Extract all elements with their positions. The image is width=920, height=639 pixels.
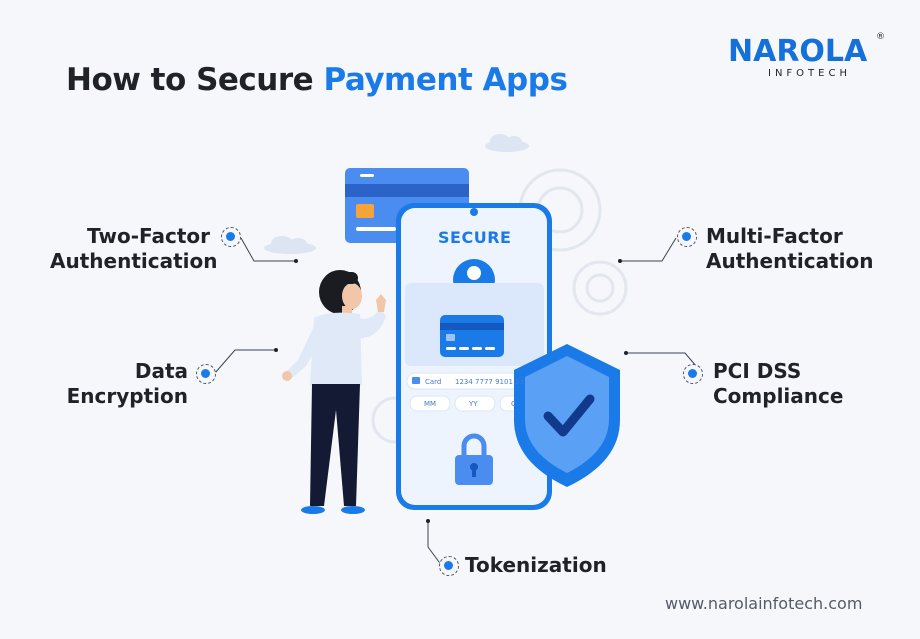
logo-registered: ®: [876, 32, 885, 42]
label-data-encryption: Data Encryption: [40, 359, 188, 409]
page-title: How to Secure Payment Apps: [66, 62, 568, 98]
label-two-factor: Two-Factor Authentication: [50, 224, 218, 274]
data-encryption-line-1: Data: [134, 359, 188, 383]
title-part-1: How to Secure: [66, 62, 314, 98]
two-factor-dot-icon: [221, 227, 241, 247]
secure-label: SECURE: [438, 228, 512, 247]
multi-factor-line-1: Multi-Factor: [706, 224, 843, 248]
title-part-2: Payment Apps: [323, 62, 568, 98]
multi-factor-line-2: Authentication: [706, 249, 874, 273]
gear-icon: [572, 260, 628, 316]
tokenization-dot-icon: [439, 556, 459, 576]
logo-word: NAROLA: [728, 34, 868, 69]
pci-dss-line-1: PCI DSS: [713, 359, 802, 383]
card-label: Card: [425, 378, 442, 386]
two-factor-line-2: Authentication: [50, 249, 218, 273]
website-url[interactable]: www.narolainfotech.com: [665, 594, 863, 613]
card-yy: YY: [469, 400, 478, 408]
cloud-icon: [264, 236, 316, 254]
card-number: 1234 7777 9101 23: [455, 378, 525, 386]
data-encryption-dot-icon: [196, 364, 216, 384]
phone-illustration: [396, 203, 552, 510]
multi-factor-dot-icon: [677, 227, 697, 247]
narola-logo: NAROLA INFOTECH ®: [728, 32, 888, 84]
two-factor-line-1: Two-Factor: [87, 224, 210, 248]
pci-dss-dot-icon: [683, 364, 703, 384]
label-tokenization: Tokenization: [465, 553, 607, 577]
logo-subtitle: INFOTECH: [768, 68, 851, 79]
shield-check-icon: [514, 344, 620, 487]
woman-illustration: [282, 270, 386, 514]
card-mm: MM: [424, 400, 437, 408]
data-encryption-line-2: Encryption: [66, 384, 188, 408]
card-cvv: C: [511, 400, 516, 408]
label-pci-dss: PCI DSS Compliance: [713, 359, 873, 409]
label-multi-factor: Multi-Factor Authentication: [706, 224, 886, 274]
cloud-icon: [485, 134, 529, 152]
pci-dss-line-2: Compliance: [713, 384, 844, 408]
